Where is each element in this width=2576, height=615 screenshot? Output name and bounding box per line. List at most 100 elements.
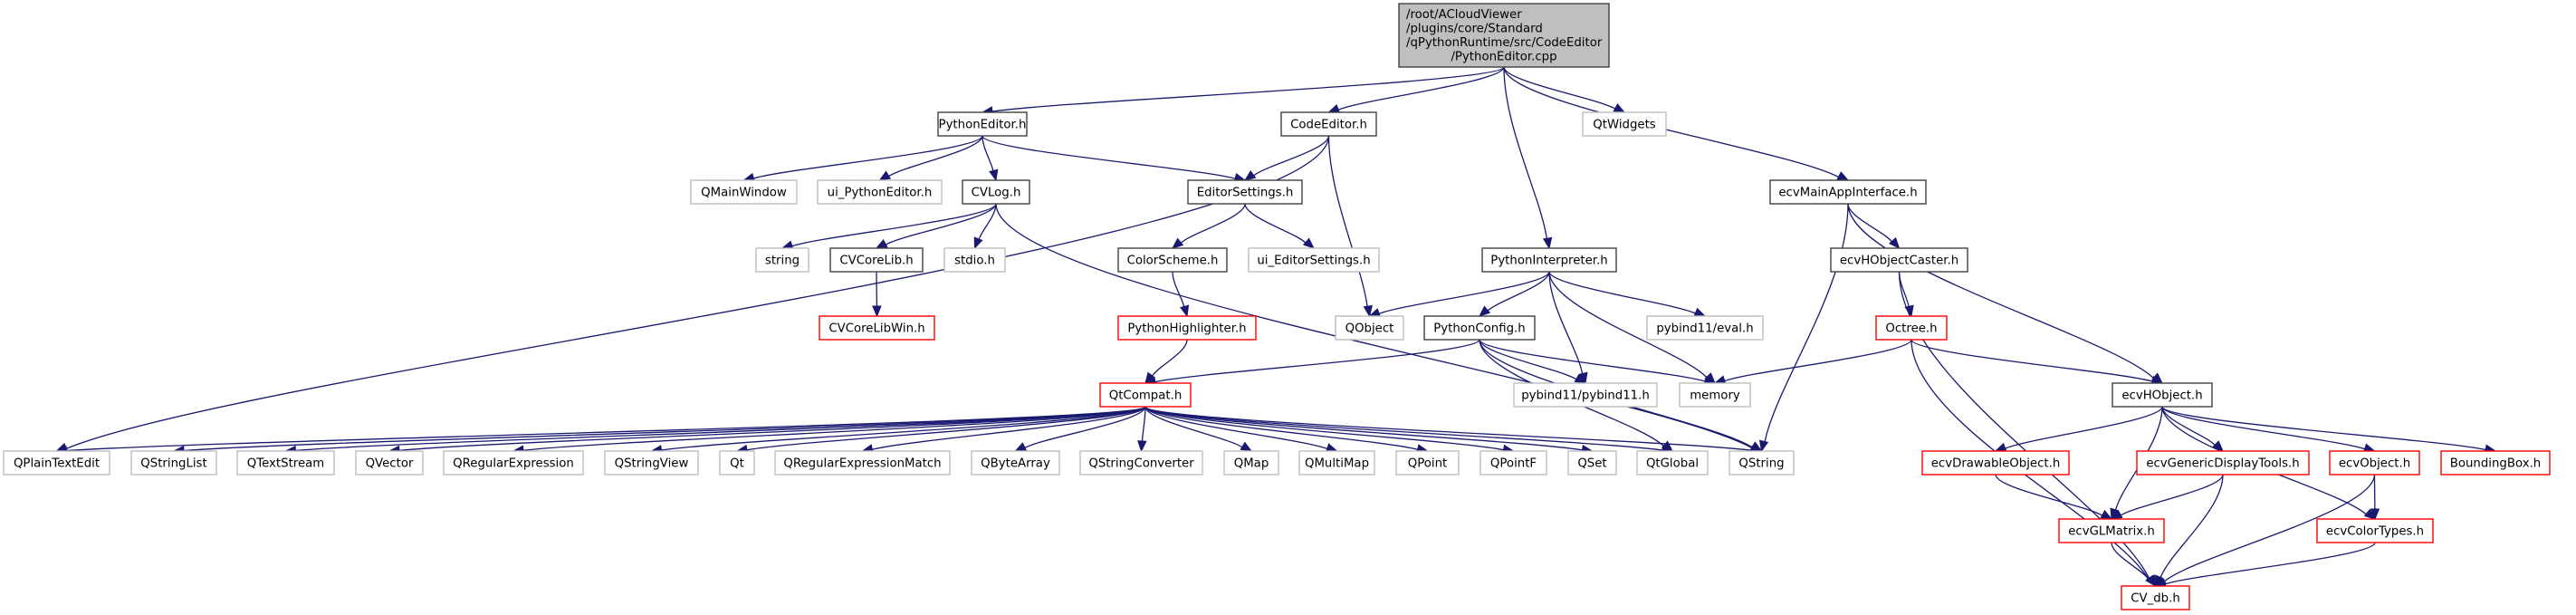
node-box [130,450,217,476]
node-ecvobject-h[interactable]: ecvObject.h [2329,450,2420,476]
node-label: /qPythonRuntime/src/CodeEditor [1406,36,1603,50]
node-colorscheme-h[interactable]: ColorScheme.h [1117,247,1228,273]
node-pythoneditor-h[interactable]: PythonEditor.h [937,111,1028,137]
node-box [604,450,699,476]
node-codeeditor-h[interactable]: CodeEditor.h [1280,111,1377,137]
node-editorsettings-h[interactable]: EditorSettings.h [1187,179,1303,205]
node-label: ecvGenericDisplayTools.h [2146,456,2299,470]
edge-ecvdrawableobject-h-to-ecvglmatrix-h [1995,474,2113,520]
edge-ecvhobject-h-to-ecvgenericdisplaytools-h [2161,406,2224,452]
edge-pythoneditor-h-to-ui-pythoneditor-h [878,135,983,181]
node-box [2440,450,2551,476]
edge-line [1244,203,1307,244]
edge-line [2120,474,2224,516]
node-box [1248,247,1380,273]
edge-line [2005,406,2163,449]
edge-qtcompat-h-to-qplaintextedit [55,406,1146,456]
node-box [1729,450,1795,476]
edge-ecvmainappinterface-h-to-qstring [1758,203,1849,453]
node-cvcorelibwin-h[interactable]: CVCoreLibWin.h [819,315,935,341]
node-ecvdrawableobject-h[interactable]: ecvDrawableObject.h [1921,450,2070,476]
edge-qtcompat-h-to-qpoint [1144,406,1429,454]
arrow-head-icon [1363,304,1373,318]
edge-line [1847,203,2154,380]
node-qstringlist: QStringList [130,450,217,476]
node-cvlog-h[interactable]: CVLog.h [962,179,1030,205]
arrow-head-icon [1542,236,1553,250]
node-box [1513,382,1658,408]
edge-line [2159,474,2224,578]
node-label: Octree.h [1885,322,1937,335]
arrow-head-icon [1240,441,1253,452]
node-ecvglmatrix-h[interactable]: ecvGLMatrix.h [2058,518,2165,543]
edge-ecvgenericdisplaytools-h-to-cv-db-h [2154,474,2224,588]
node-qtcompat-h[interactable]: QtCompat.h [1099,382,1192,408]
node-pythoninterpreter-h[interactable]: PythonInterpreter.h [1481,247,1617,273]
node-label: CodeEditor.h [1290,118,1367,131]
edge-line [982,135,1236,179]
edge-line [1144,406,1663,451]
node-boundingbox-h[interactable]: BoundingBox.h [2440,450,2551,476]
edge-line [2161,406,2365,450]
node-label: CVCoreLib.h [839,254,913,267]
node-ui-editorsettings-h: ui_EditorSettings.h [1248,247,1380,273]
node-octree-h[interactable]: Octree.h [1875,315,1948,341]
arrow-head-icon [1758,439,1769,453]
node-qset: QSet [1567,450,1617,476]
arrow-head-icon [1888,236,1901,249]
arrow-head-icon [2212,440,2224,452]
arrow-head-icon [875,238,888,249]
node-label: ColorScheme.h [1127,254,1219,267]
edge-editorsettings-h-to-colorscheme-h [1171,203,1246,249]
edge-ecvcolortypes-h-to-cv-db-h [2154,542,2376,588]
node-label: QVector [366,456,414,470]
node-label: PythonInterpreter.h [1490,254,1607,267]
node-box [236,450,335,476]
node-ecvhobjectcaster-h[interactable]: ecvHObjectCaster.h [1830,247,1968,273]
edge-line [1995,474,2103,516]
node-label: CV_db.h [2131,591,2180,605]
node-qplaintextedit: QPlainTextEdit [3,450,110,476]
node-label: ecvMainAppInterface.h [1778,186,1917,199]
edge-line [1152,339,1188,377]
edge-line [1144,406,1504,451]
node-ecvgenericdisplaytools-h[interactable]: ecvGenericDisplayTools.h [2136,450,2310,476]
node-label: string [765,254,800,267]
edge-qtcompat-h-to-qmap [1144,406,1253,452]
node-ecvcolortypes-h[interactable]: ecvColorTypes.h [2316,518,2434,543]
arrow-head-icon [878,170,892,181]
edge-ecvhobjectcaster-h-to-octree-h [1898,271,1914,318]
edge-line [1479,339,1577,380]
node-box [2112,382,2213,408]
node-box [1335,315,1404,341]
edge-line [522,406,1146,451]
node-label: pybind11/eval.h [1656,322,1753,335]
edge-ecvhobject-h-to-ecvdrawableobject-h [1994,406,2163,452]
arrow-head-icon [1302,237,1315,249]
node-box [1567,450,1617,476]
arrow-head-icon [973,236,983,250]
node-label: QtGlobal [1646,456,1699,470]
node-label: QObject [1345,322,1394,335]
node-ecvmainappinterface-h[interactable]: ecvMainAppInterface.h [1769,179,1927,205]
node-qstringconverter: QStringConverter [1079,450,1203,476]
node-ecvhobject-h[interactable]: ecvHObject.h [2112,382,2213,408]
edge-line [1479,339,1706,382]
node-cvcorelib-h[interactable]: CVCoreLib.h [829,247,924,273]
edge-ecvhobject-h-to-boundingbox-h [2161,406,2497,454]
arrow-head-icon [2145,574,2157,588]
node-pythonconfig-h[interactable]: PythonConfig.h [1423,315,1536,341]
edge-line [746,406,1146,451]
edge-line [1487,271,1550,312]
edge-line [1548,271,1696,314]
node-pythonhighlighter-h[interactable]: PythonHighlighter.h [1117,315,1257,341]
node-root[interactable]: /root/ACloudViewer/plugins/core/Standard… [1398,3,1610,68]
node-label: QString [1738,456,1784,470]
arrow-head-icon [1243,169,1257,181]
edge-line [1180,203,1246,244]
edge-line [1144,406,1418,450]
node-box [943,247,1006,273]
edge-line [1141,406,1146,442]
node-cv-db-h[interactable]: CV_db.h [2121,585,2190,610]
edge-line [995,203,1753,449]
